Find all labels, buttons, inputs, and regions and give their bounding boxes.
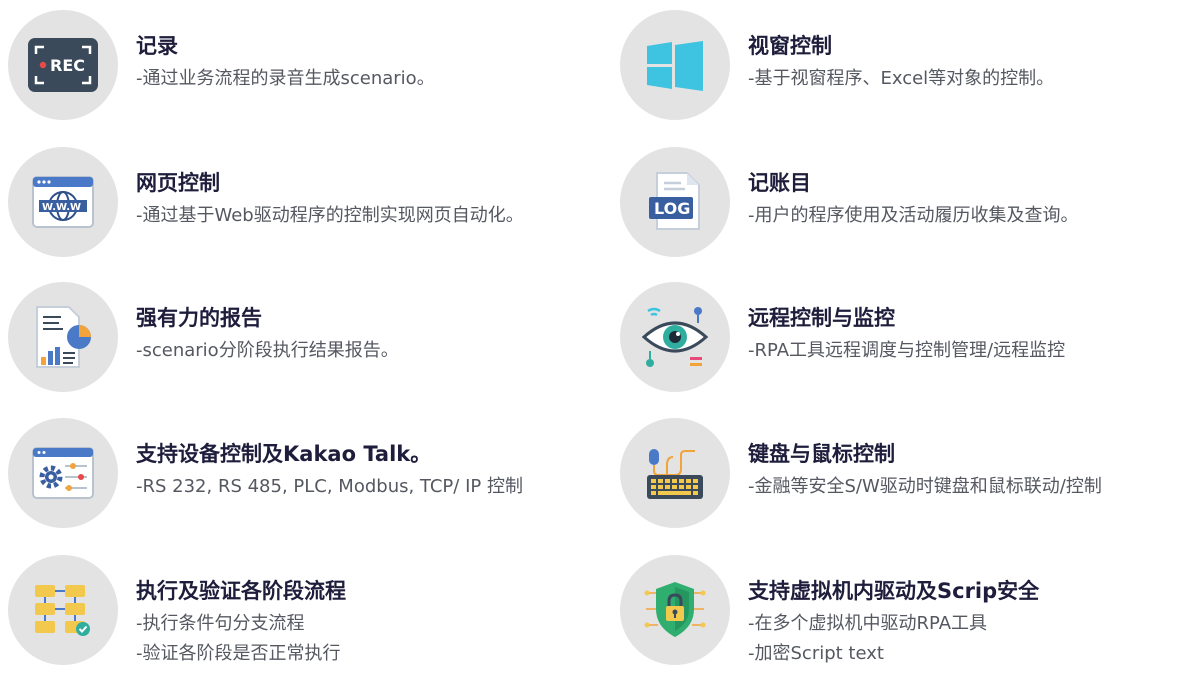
icon-circle [8, 418, 118, 528]
icon-circle [8, 555, 118, 665]
flowchart-icon [35, 585, 90, 636]
icon-circle: REC [8, 10, 118, 120]
feature-desc: -scenario分阶段执行结果报告。 [136, 340, 399, 361]
feature-desc: -用户的程序使用及活动履历收集及查询。 [748, 205, 1079, 226]
feature-desc: -RPA工具远程调度与控制管理/远程监控 [748, 340, 1066, 361]
icon-circle [620, 282, 730, 392]
icon-circle: LOG [620, 147, 730, 257]
feature-desc: -通过业务流程的录音生成scenario。 [136, 68, 435, 89]
icon-circle: W.W.W [8, 147, 118, 257]
feature-device: 支持设备控制及Kakao Talk。 -RS 232, RS 485, PLC,… [0, 418, 590, 530]
feature-desc: -执行条件句分支流程 [136, 613, 305, 634]
feature-title: 强有力的报告 [136, 306, 262, 330]
feature-desc: -在多个虚拟机中驱动RPA工具 [748, 613, 988, 634]
web-browser-icon: W.W.W [32, 176, 94, 228]
feature-security: 支持虚拟机内驱动及Scrip安全 -在多个虚拟机中驱动RPA工具 -加密Scri… [612, 555, 1196, 667]
feature-desc: -基于视窗程序、Excel等对象的控制。 [748, 68, 1055, 89]
svg-text:REC: REC [50, 56, 85, 75]
feature-title: 记账目 [748, 171, 811, 195]
feature-desc: -金融等安全S/W驱动时键盘和鼠标联动/控制 [748, 476, 1102, 497]
icon-circle [8, 282, 118, 392]
feature-title: 记录 [136, 34, 178, 58]
feature-rec: REC 记录 -通过业务流程的录音生成scenario。 [0, 10, 590, 122]
feature-windows: 视窗控制 -基于视窗程序、Excel等对象的控制。 [612, 10, 1196, 122]
feature-title: 网页控制 [136, 171, 220, 195]
feature-desc: -通过基于Web驱动程序的控制实现网页自动化。 [136, 205, 524, 226]
eye-monitor-icon [641, 307, 709, 367]
feature-title: 支持设备控制及Kakao Talk。 [136, 442, 432, 466]
feature-title: 视窗控制 [748, 34, 832, 58]
feature-desc: -验证各阶段是否正常执行 [136, 643, 341, 664]
feature-desc: -加密Script text [748, 643, 884, 664]
feature-log: LOG 记账目 -用户的程序使用及活动履历收集及查询。 [612, 147, 1196, 259]
keyboard-mouse-icon [647, 449, 703, 499]
report-icon [36, 306, 91, 368]
feature-keyboard: 键盘与鼠标控制 -金融等安全S/W驱动时键盘和鼠标联动/控制 [612, 418, 1196, 530]
feature-web: W.W.W 网页控制 -通过基于Web驱动程序的控制实现网页自动化。 [0, 147, 590, 259]
icon-circle [620, 555, 730, 665]
icon-circle [620, 10, 730, 120]
rec-icon: REC [28, 38, 98, 92]
feature-flow: 执行及验证各阶段流程 -执行条件句分支流程 -验证各阶段是否正常执行 [0, 555, 590, 667]
svg-text:W.W.W: W.W.W [42, 202, 81, 213]
feature-title: 远程控制与监控 [748, 306, 895, 330]
feature-desc: -RS 232, RS 485, PLC, Modbus, TCP/ IP 控制 [136, 476, 523, 497]
feature-title: 键盘与鼠标控制 [748, 442, 895, 466]
feature-title: 支持虚拟机内驱动及Scrip安全 [748, 579, 1040, 603]
feature-remote: 远程控制与监控 -RPA工具远程调度与控制管理/远程监控 [612, 282, 1196, 394]
security-shield-icon [644, 582, 706, 637]
feature-report: 强有力的报告 -scenario分阶段执行结果报告。 [0, 282, 590, 394]
feature-title: 执行及验证各阶段流程 [136, 579, 346, 603]
icon-circle [620, 418, 730, 528]
svg-text:LOG: LOG [654, 199, 690, 218]
settings-window-icon [32, 447, 94, 499]
windows-icon [647, 41, 703, 91]
log-file-icon: LOG [649, 172, 700, 230]
